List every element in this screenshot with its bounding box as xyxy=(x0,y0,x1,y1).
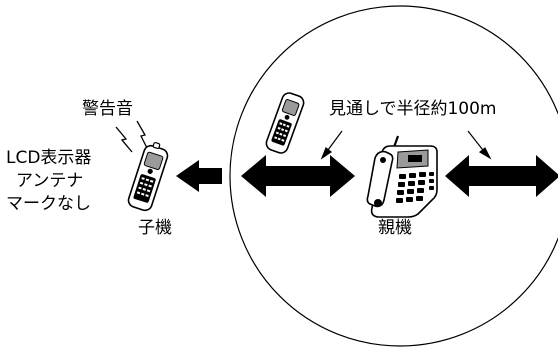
child-unit-label: 子機 xyxy=(138,218,172,238)
warning-sound-label: 警告音 xyxy=(82,99,133,119)
range-label: 見通しで半径約100m xyxy=(329,99,497,119)
double-arrow-middle xyxy=(241,155,355,197)
no-mark-label: マークなし xyxy=(6,194,91,214)
child-handset-icon xyxy=(127,142,169,212)
handset-in-range-icon xyxy=(265,92,305,154)
single-arrow-left xyxy=(176,160,222,192)
lcd-display-label: LCD表示器 xyxy=(6,148,91,168)
coverage-range-circle xyxy=(229,5,558,347)
warning-sound-zigzag-icon xyxy=(115,120,149,153)
parent-base-phone-icon xyxy=(366,135,438,218)
double-arrow-right xyxy=(445,155,558,197)
range-pointer-lines xyxy=(320,130,492,160)
antenna-label: アンテナ xyxy=(16,171,83,191)
parent-unit-label: 親機 xyxy=(378,218,412,238)
